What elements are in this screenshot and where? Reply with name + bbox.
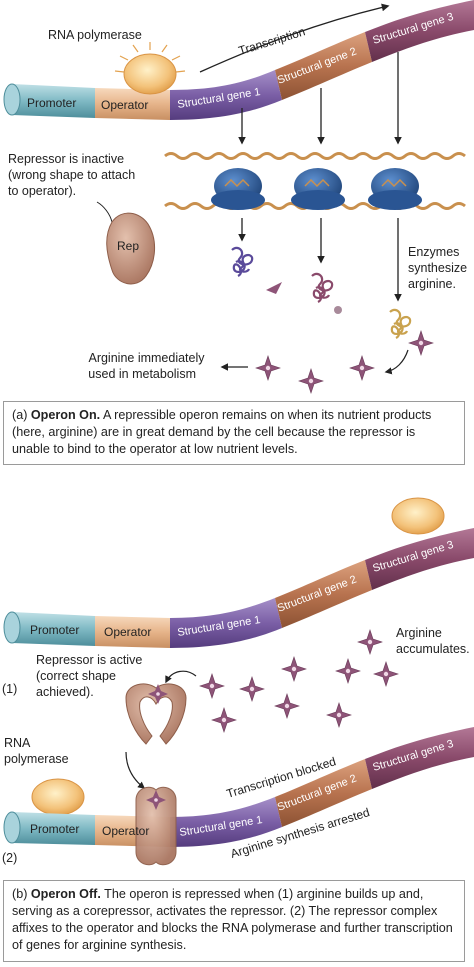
transcription-label: Transcription [237,24,307,58]
arginine-used-label: Arginine immediately used in metabolism [88,351,208,381]
caption-b: (b) Operon Off. The operon is repressed … [3,880,465,962]
gene3-segment [365,0,474,62]
caption-a-text: A repressible operon remains on when its… [12,408,432,456]
enzymes-label: Enzymes synthesize arginine. [408,245,471,291]
promoter-label-b2: Promoter [30,822,79,836]
caption-b-title: Operon Off. [30,887,101,901]
rna-polymerase-floating [391,497,445,535]
repressor-to-operator-arrow [125,751,146,789]
enzyme-1 [231,246,254,277]
enzyme-2 [311,272,334,303]
caption-a-prefix: (a) [12,408,31,422]
caption-a: (a) Operon On. A repressible operon rema… [3,401,465,465]
operator-label: Operator [101,98,148,112]
promoter-label: Promoter [27,96,76,110]
caption-a-title: Operon On. [30,408,101,422]
arginine-molecules-a [255,330,434,394]
promoter-label-b1: Promoter [30,623,79,637]
ribosome-1 [211,168,265,210]
rna-polymerase-blocked [31,778,85,816]
operator-label-b2: Operator [102,824,149,838]
transcription-arrow [199,3,390,73]
repressor-active [125,683,187,745]
caption-b-prefix: (b) [12,887,31,901]
repressor-pointer [96,201,113,223]
repressor-bound [135,786,177,866]
dna-strand-a [3,0,474,120]
arginine-accumulates-label: Arginine accumulates. [396,626,470,656]
mrna-strand-top [164,152,466,160]
dna-strand-b1 [3,528,474,648]
enzyme-3 [389,308,412,339]
repressor-active-label: Repressor is active (correct shape achie… [36,653,146,699]
arginine-molecules-b [199,629,399,733]
enzyme-to-arginine-arrow [384,349,409,375]
rna-polymerase-label-a: RNA polymerase [48,28,142,42]
rna-polymerase-label-b: RNA polymerase [4,736,69,766]
promoter-segment [12,84,95,118]
small-molecule-wedge [266,282,282,294]
operator-segment [95,88,170,120]
step2-label: (2) [2,851,17,865]
operator-label-b1: Operator [104,625,151,639]
arginine-binding-arrow [165,670,197,684]
repressor-inactive-label: Repressor is inactive (wrong shape to at… [8,152,139,198]
caption-b-text: The operon is repressed when (1) arginin… [12,887,453,952]
rna-polymerase-a [114,42,186,95]
gene1-segment [170,70,282,120]
repressor-inactive [106,212,155,285]
gene2-segment [275,32,372,100]
small-molecule-dot [334,306,342,314]
step1-label: (1) [2,682,17,696]
promoter-end-cap [3,83,21,116]
ribosome-3 [368,168,422,210]
rep-label: Rep [117,239,139,253]
ribosome-2 [291,168,345,210]
